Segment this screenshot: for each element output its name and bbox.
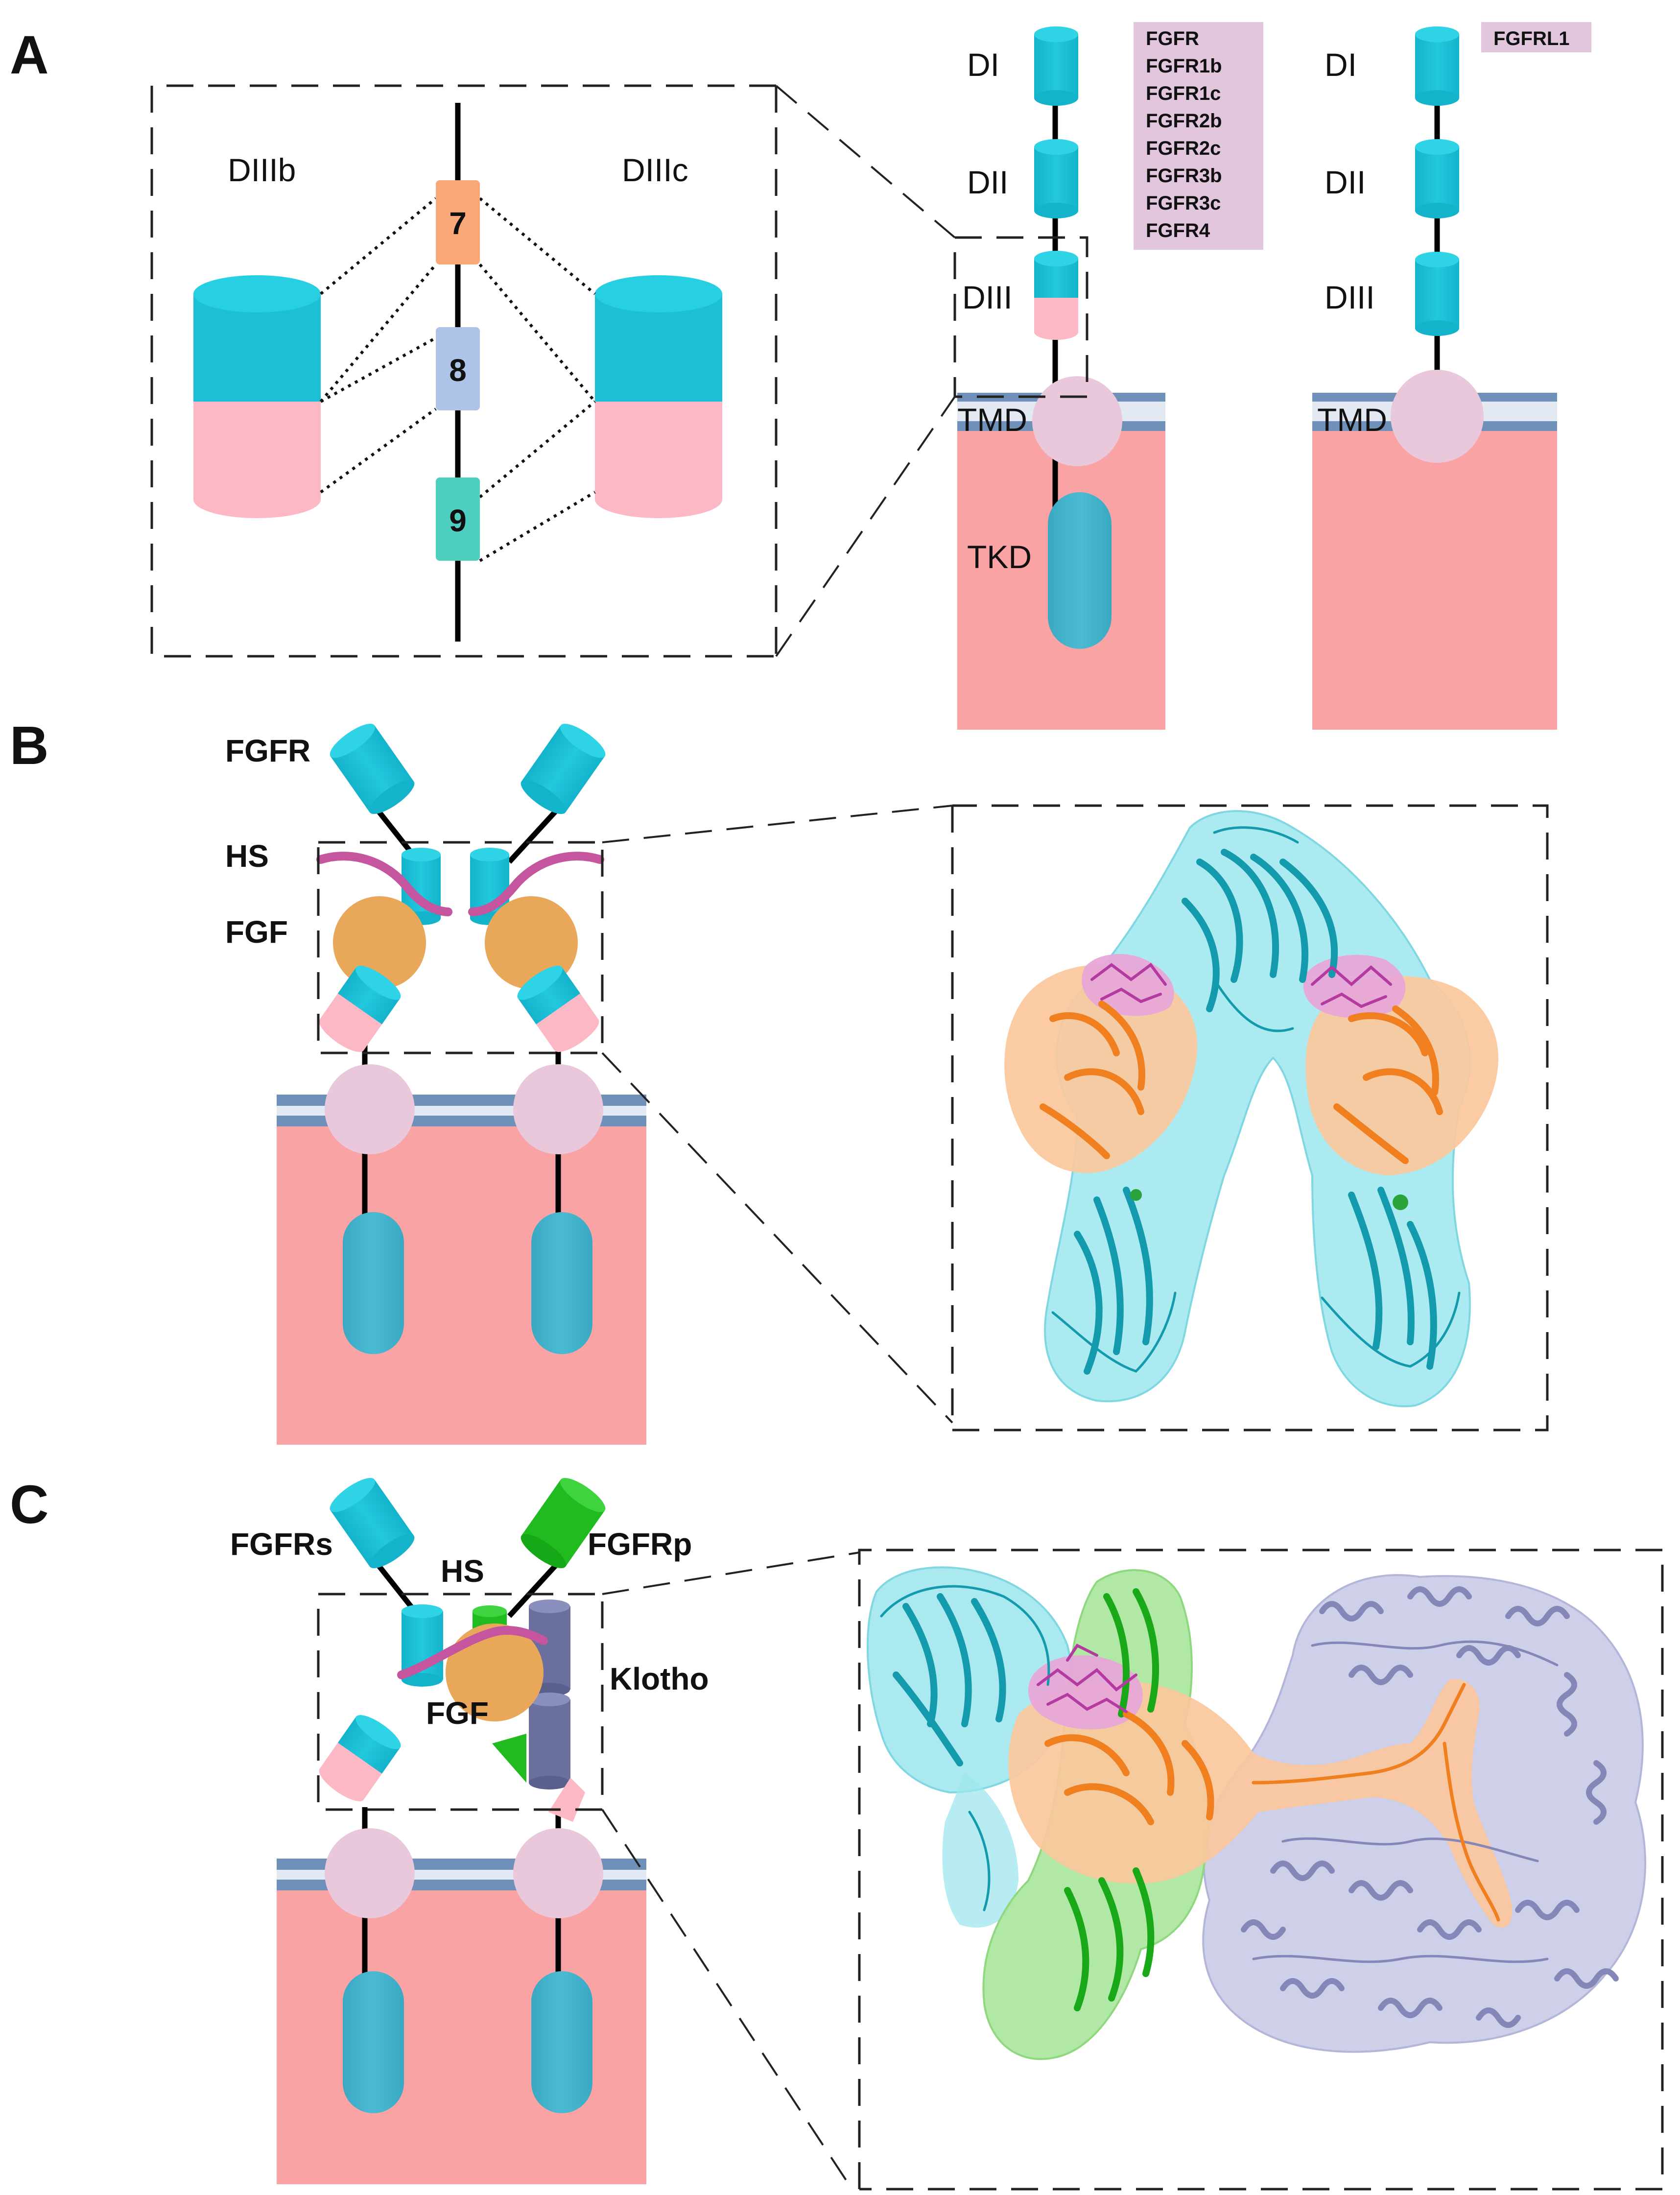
fgfrl1-diii-label: DIII — [1325, 279, 1375, 315]
exon-connectors — [319, 197, 596, 562]
panel-b-fgfr-label: FGFR — [225, 733, 310, 768]
panel-c-fgfrs-di — [330, 1478, 415, 1569]
panel-b-right-di — [521, 723, 606, 814]
panel-b-schematic: FGFR HS FGF — [225, 723, 646, 1445]
exon-9-label: 9 — [449, 503, 467, 538]
panel-c-schematic: FGFRs HS FGFRp Klotho FGF — [230, 1478, 709, 2184]
panel-b-left-tmd — [325, 1064, 415, 1154]
fgfr-tmd-circle — [1032, 376, 1122, 466]
fgfr-isoform-box — [1134, 22, 1263, 250]
fgfr-dii-label: DII — [967, 164, 1008, 200]
exon-8-box — [436, 327, 480, 410]
exon-7-box — [436, 180, 480, 264]
panel-c-right-tmd — [513, 1828, 603, 1918]
diiic-cylinder — [595, 275, 722, 518]
panel-c-hs-surface — [1028, 1655, 1143, 1730]
isoform-fgfrl1: FGFRL1 — [1493, 28, 1570, 49]
panel-c-fgfrs-diii — [319, 1715, 401, 1802]
panel-c-structure — [858, 1549, 1664, 2191]
isoform-fgfr: FGFR — [1146, 28, 1199, 49]
panel-b-left-tkd — [343, 1212, 404, 1354]
panel-b-left-di — [330, 723, 415, 814]
fgfrl1-tmd-circle — [1391, 370, 1484, 463]
panel-c-label: C — [10, 1475, 48, 1535]
panel-c-hs-label: HS — [441, 1553, 484, 1589]
fgfrl1-dii-label: DII — [1325, 164, 1366, 200]
panel-c-hs — [397, 1626, 548, 1679]
fgfr-isoform-list: FGFR FGFR1b FGFR1c FGFR2b FGFR2c FGFR3b … — [1146, 28, 1222, 241]
panel-c-klotho-label: Klotho — [610, 1661, 709, 1696]
isoform-fgfr2b: FGFR2b — [1146, 110, 1222, 132]
fgfrl1-dii-cylinder — [1415, 139, 1459, 218]
fgfrl1-di-cylinder — [1415, 26, 1459, 106]
fgfrl1-di-label: DI — [1325, 47, 1357, 83]
panel-b-left-fgf — [333, 896, 426, 989]
panel-c-fgf-surface — [1008, 1679, 1513, 1928]
fgfr-receptor-diagram: DI DII DIII TMD TKD FGFR FGFR1b FGFR1c F… — [953, 22, 1263, 730]
isoform-fgfr3b: FGFR3b — [1146, 165, 1222, 187]
panel-b-right-tmd — [513, 1064, 603, 1154]
isoform-fgfr3c: FGFR3c — [1146, 192, 1221, 214]
exon-8-label: 8 — [449, 353, 467, 388]
panel-a-zoom-lines — [775, 85, 956, 657]
fgfr-tkd — [1048, 492, 1112, 649]
panel-b-hs-label: HS — [225, 838, 269, 874]
fgfrl1-tmd-label: TMD — [1317, 402, 1387, 438]
isoform-fgfr1b: FGFR1b — [1146, 55, 1222, 77]
fgfr-tmd-label: TMD — [957, 402, 1027, 438]
panel-b-fgf-label: FGF — [225, 914, 288, 950]
fgfr-tkd-label: TKD — [967, 539, 1032, 575]
inset-diiic-label: DIIIc — [622, 152, 688, 188]
panel-b-right-diii — [517, 965, 599, 1052]
panel-c-fgf-label: FGF — [426, 1695, 489, 1731]
diiib-cylinder — [193, 275, 321, 518]
isoform-fgfr4: FGFR4 — [1146, 220, 1210, 241]
panel-c-fgfrp-di — [521, 1478, 606, 1569]
panel-b-right-fgf — [485, 896, 578, 989]
panel-b-label: B — [10, 716, 48, 776]
exon-7-label: 7 — [449, 206, 467, 241]
isoform-fgfr2c: FGFR2c — [1146, 138, 1221, 159]
panel-b-right-tkd — [531, 1212, 592, 1354]
panel-a-label: A — [10, 25, 48, 85]
panel-b-right-hs-surface — [1303, 954, 1406, 1018]
panel-c-left-tmd — [325, 1828, 415, 1918]
panel-b-zoom-lines — [601, 805, 953, 1424]
fgfr-diii-label: DIII — [962, 279, 1013, 315]
inset-diiib-label: DIIIb — [228, 152, 296, 188]
panel-c-fgf — [446, 1623, 544, 1721]
fgfr-di-cylinder — [1034, 26, 1078, 106]
fgfrl1-isoform-box — [1481, 22, 1591, 52]
panel-b-structure — [951, 804, 1549, 1432]
fgfr-diii-cylinder — [1034, 251, 1078, 340]
isoform-fgfr1c: FGFR1c — [1146, 83, 1221, 104]
panel-a-inset: DIIIb DIIIc — [150, 84, 778, 658]
panel-b-left-hs — [316, 852, 452, 916]
fgfrl1-receptor-diagram: DI DII DIII TMD FGFRL1 — [1312, 22, 1591, 730]
panel-b-left-diii — [319, 965, 401, 1052]
panel-c-fgfrs-label: FGFRs — [230, 1527, 333, 1562]
panel-c-right-tkd — [531, 1971, 592, 2113]
panel-c-fgfrp-label: FGFRp — [588, 1527, 692, 1562]
panel-c-left-tkd — [343, 1971, 404, 2113]
panel-b-right-hs — [468, 852, 604, 916]
fgfrl1-diii-cylinder — [1415, 252, 1459, 336]
fgfr-dii-cylinder — [1034, 139, 1078, 218]
exon-9-box — [436, 477, 480, 561]
fgfr-di-label: DI — [967, 47, 999, 83]
panel-c-zoom-lines — [601, 1551, 860, 2190]
